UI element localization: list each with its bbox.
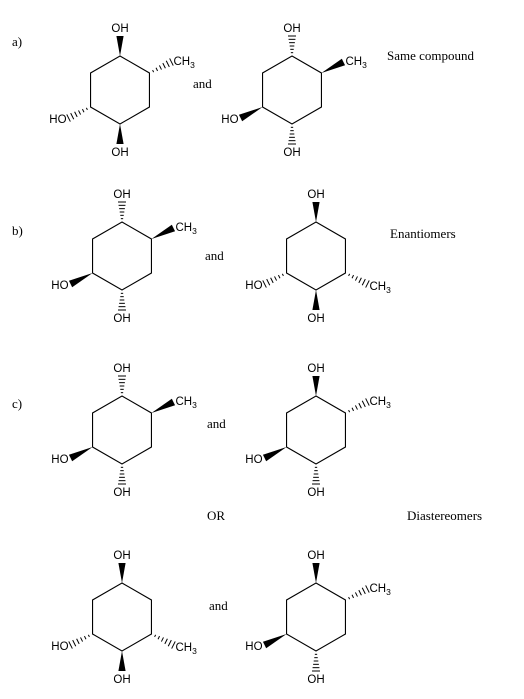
molecule: OH OH HO CH3 [245,363,391,499]
left-hydroxyl-label: HO [245,641,262,653]
cyclohexane-ring [90,55,150,125]
top-hydroxyl-label: OH [113,550,130,562]
left-hydroxyl-bond [262,447,287,462]
top-hydroxyl-label: OH [111,23,128,35]
methyl-bond [321,58,346,73]
top-hydroxyl-label: OH [113,363,130,375]
bottom-hydroxyl-label: OH [307,487,324,499]
molecule: OH OH HO CH3 [51,189,197,325]
bottom-hydroxyl-label: OH [113,313,130,325]
molecule: OH OH HO CH3 [245,550,391,686]
panel-b-and: and [205,248,224,263]
verdict-diastereomers: Diastereomers [407,508,482,523]
methyl-label: CH3 [345,56,367,70]
cyclohexane-ring [286,582,346,652]
cyclohexane-ring [286,395,346,465]
panel-c-and: and [207,416,226,431]
top-hydroxyl-label: OH [307,363,324,375]
left-hydroxyl-label: HO [51,641,68,653]
panel-c-letter: c) [12,396,22,411]
methyl-label: CH3 [369,583,391,597]
panel-a-and: and [193,76,212,91]
left-hydroxyl-label: HO [245,454,262,466]
bottom-hydroxyl-label: OH [113,674,130,686]
methyl-bond [348,585,370,600]
molecule: OH OH HO CH3 [49,23,195,159]
methyl-bond [151,398,176,413]
methyl-bond [151,224,176,239]
bottom-hydroxyl-label: OH [283,147,300,159]
methyl-bond [152,58,174,73]
methyl-bond [348,398,370,413]
top-hydroxyl-bond [116,36,124,56]
bottom-hydroxyl-bond [118,466,126,485]
left-hydroxyl-label: HO [51,454,68,466]
left-hydroxyl-bond [68,447,93,462]
top-hydroxyl-bond [118,201,126,220]
left-hydroxyl-bond [262,634,287,649]
left-hydroxyl-bond [66,107,88,122]
or-label: OR [207,508,225,523]
bottom-hydroxyl-bond [312,466,320,485]
methyl-bond [348,273,370,288]
left-hydroxyl-label: HO [221,114,238,126]
bottom-hydroxyl-bond [288,126,296,145]
cyclohexane-ring [92,582,152,652]
top-hydroxyl-label: OH [307,189,324,201]
molecule: OH OH HO CH3 [221,23,367,159]
left-hydroxyl-label: HO [49,114,66,126]
top-hydroxyl-bond [288,35,296,54]
bottom-hydroxyl-bond [312,653,320,672]
verdict-enantiomers: Enantiomers [390,226,456,241]
left-hydroxyl-bond [238,107,263,122]
bottom-hydroxyl-label: OH [111,147,128,159]
methyl-bond [154,634,176,649]
cyclohexane-ring [262,55,322,125]
cyclohexane-ring [286,221,346,291]
panel-b-letter: b) [12,223,23,238]
top-hydroxyl-bond [118,563,126,583]
methyl-label: CH3 [175,642,197,656]
top-hydroxyl-label: OH [113,189,130,201]
top-hydroxyl-bond [312,202,320,222]
methyl-label: CH3 [175,222,197,236]
bottom-hydroxyl-label: OH [113,487,130,499]
methyl-label: CH3 [369,396,391,410]
left-hydroxyl-label: HO [245,280,262,292]
left-hydroxyl-label: HO [51,280,68,292]
left-hydroxyl-bond [68,634,90,649]
methyl-label: CH3 [369,281,391,295]
bottom-hydroxyl-bond [116,124,124,144]
panel-a-letter: a) [12,34,22,49]
top-hydroxyl-label: OH [307,550,324,562]
molecule: OH OH HO CH3 [51,363,197,499]
molecule: OH OH HO CH3 [245,189,391,325]
panel-c-second-and: and [209,598,228,613]
bottom-hydroxyl-bond [118,292,126,311]
bottom-hydroxyl-bond [118,651,126,671]
bottom-hydroxyl-label: OH [307,313,324,325]
left-hydroxyl-bond [68,273,93,288]
top-hydroxyl-bond [312,563,320,583]
verdict-same-compound: Same compound [387,48,475,63]
methyl-label: CH3 [175,396,197,410]
top-hydroxyl-bond [312,376,320,396]
methyl-label: CH3 [173,56,195,70]
left-hydroxyl-bond [262,273,284,288]
bottom-hydroxyl-bond [312,290,320,310]
cyclohexane-ring [92,221,152,291]
bottom-hydroxyl-label: OH [307,674,324,686]
molecule: OH OH HO CH3 [51,550,197,686]
cyclohexane-ring [92,395,152,465]
top-hydroxyl-bond [118,375,126,394]
top-hydroxyl-label: OH [283,23,300,35]
